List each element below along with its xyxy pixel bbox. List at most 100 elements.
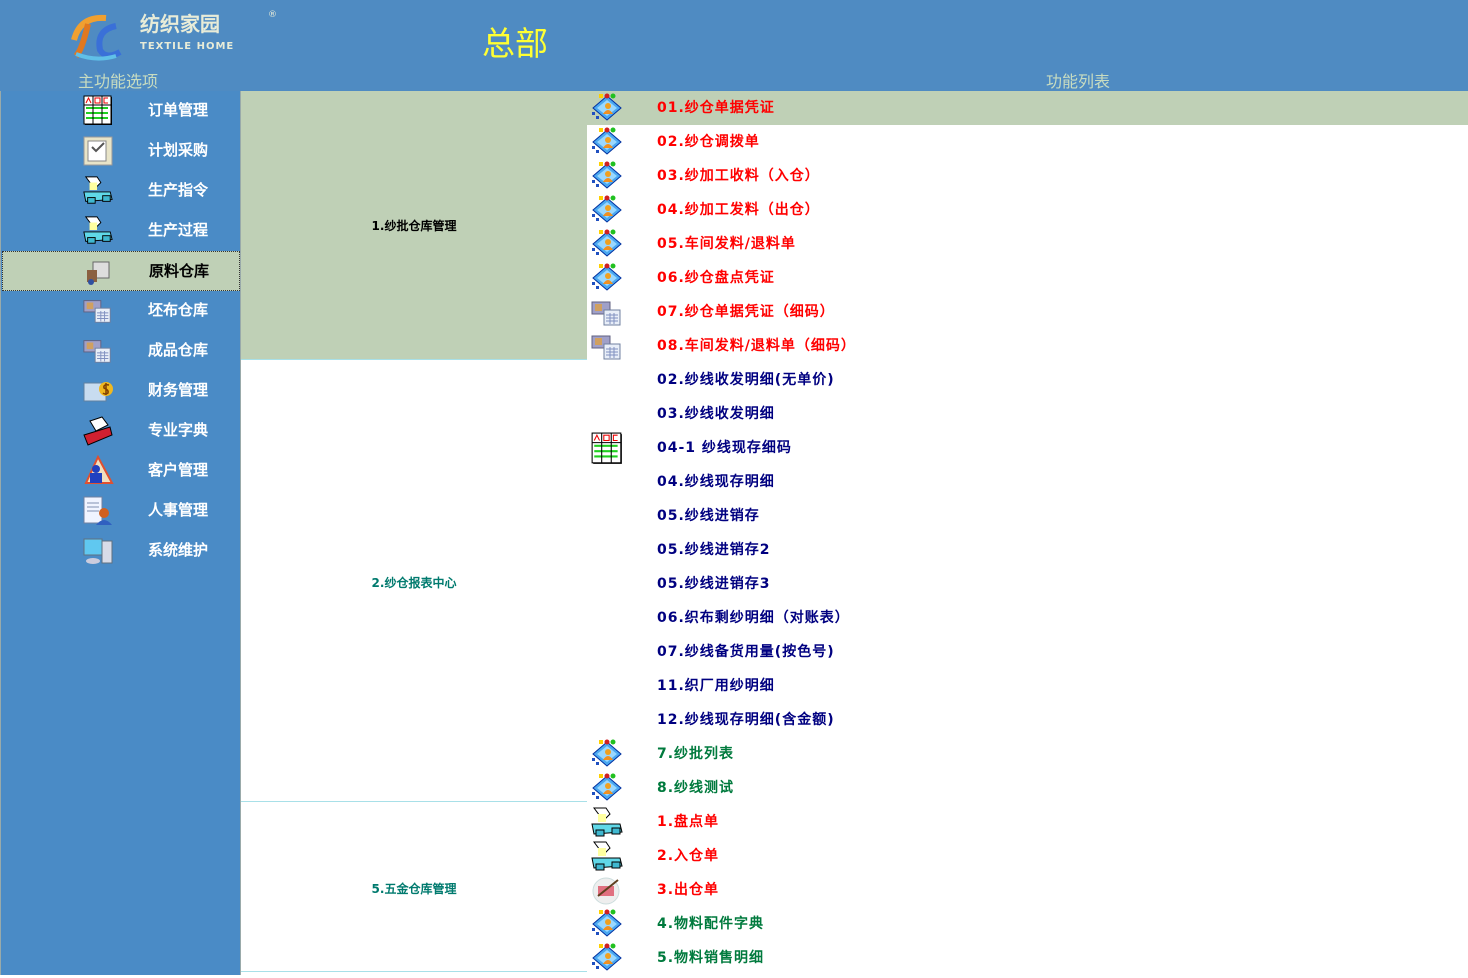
person-icon (82, 454, 114, 487)
function-group[interactable]: 5.五金仓库管理 (241, 805, 587, 972)
chip-person-icon (590, 942, 624, 974)
function-item[interactable]: 05.纱线进销存 (587, 499, 1468, 533)
sidebar-item-label: 订单管理 (148, 101, 209, 119)
function-item[interactable]: 05.纱线进销存3 (587, 567, 1468, 601)
sidebar-item[interactable]: 成品仓库 (2, 331, 240, 371)
function-item[interactable]: 8.纱线测试 (587, 771, 1468, 805)
sidebar-item[interactable]: 人事管理 (2, 491, 240, 531)
function-item[interactable]: 02.纱仓调拨单 (587, 125, 1468, 159)
function-item-label: 2.入仓单 (657, 848, 720, 864)
function-group-label: 5.五金仓库管理 (371, 881, 457, 896)
function-item-label: 8.纱线测试 (657, 780, 735, 796)
function-item[interactable]: 11.织厂用纱明细 (587, 669, 1468, 703)
function-item[interactable]: 7.纱批列表 (587, 737, 1468, 771)
function-list-label: 功能列表 (1046, 72, 1111, 91)
function-item[interactable]: 2.入仓单 (587, 839, 1468, 873)
chip-person-icon (590, 772, 624, 804)
function-item-label: 07.纱线备货用量(按色号) (657, 644, 835, 660)
function-list: 01.纱仓单据凭证 02.纱仓调拨单 03.纱加工收料（入仓） 04.纱加工发料（出仓… (587, 91, 1468, 975)
function-item-label: 11.织厂用纱明细 (657, 678, 775, 694)
sidebar-item[interactable]: 计划采购 (2, 131, 240, 171)
function-item-label: 01.纱仓单据凭证 (657, 100, 775, 116)
chip-person-icon (590, 908, 624, 940)
sidebar-item[interactable]: 原料仓库 (2, 251, 240, 291)
sidebar-item-label: 计划采购 (148, 141, 209, 159)
sidebar-item[interactable]: 坯布仓库 (2, 291, 240, 331)
function-item[interactable]: 3.出仓单 (587, 873, 1468, 907)
function-item-label: 06.织布剩纱明细（对账表） (657, 610, 850, 626)
function-item[interactable]: 12.纱线现存明细(含金额) (587, 703, 1468, 737)
sidebar-item[interactable]: 订单管理 (2, 91, 240, 131)
table-abc-icon (590, 432, 624, 464)
function-item-label: 3.出仓单 (657, 882, 720, 898)
function-item[interactable]: 03.纱加工收料（入仓） (587, 159, 1468, 193)
clipboard-icon (82, 135, 114, 167)
sidebar-item-label: 财务管理 (148, 381, 209, 399)
sidebar-item-label: 生产指令 (148, 181, 209, 199)
sidebar-item-label: 成品仓库 (148, 341, 209, 359)
header-bar: 纺织家园 TEXTILE HOME ® 总部 主功能选项 功能列表 (0, 0, 1468, 92)
money-icon (82, 375, 114, 407)
function-item-label: 4.物料配件字典 (657, 916, 765, 932)
truck-icon (83, 256, 115, 288)
sidebar-item[interactable]: 生产指令 (2, 171, 240, 211)
function-item-label: 07.纱仓单据凭证（细码） (657, 304, 835, 320)
logo-text-cn: 纺织家园 (140, 12, 220, 36)
function-group-label: 2.纱仓报表中心 (371, 575, 457, 590)
function-item[interactable]: 02.纱线收发明细(无单价) (587, 363, 1468, 397)
chip-person-icon (590, 262, 624, 294)
sidebar-item[interactable]: 系统维护 (2, 531, 240, 571)
function-item[interactable]: 06.织布剩纱明细（对账表） (587, 601, 1468, 635)
function-item[interactable]: 07.纱仓单据凭证（细码） (587, 295, 1468, 329)
function-item-label: 12.纱线现存明细(含金额) (657, 712, 835, 728)
function-item-label: 05.纱线进销存 (657, 508, 760, 524)
sidebar-item-label: 原料仓库 (149, 262, 210, 280)
function-item[interactable]: 1.盘点单 (587, 805, 1468, 839)
truck-doc-icon (82, 295, 114, 327)
function-item[interactable]: 03.纱线收发明细 (587, 397, 1468, 431)
sidebar-item[interactable]: 客户管理 (2, 451, 240, 491)
sidebar-item-label: 客户管理 (148, 461, 209, 479)
function-item-label: 04.纱线现存明细 (657, 474, 775, 490)
card-file-icon (82, 415, 114, 447)
textile-home-logo: 纺织家园 TEXTILE HOME ® (66, 10, 286, 66)
function-group[interactable]: 2.纱仓报表中心 (241, 363, 587, 802)
function-item-label: 03.纱加工收料（入仓） (657, 168, 820, 184)
function-item-label: 05.纱线进销存2 (657, 542, 771, 558)
function-item[interactable]: 08.车间发料/退料单（细码） (587, 329, 1468, 363)
logo-text-en: TEXTILE HOME (140, 41, 235, 52)
function-group-label: 1.纱批仓库管理 (371, 218, 457, 233)
function-item[interactable]: 06.纱仓盘点凭证 (587, 261, 1468, 295)
function-item-label: 5.物料销售明细 (657, 950, 765, 966)
truck-doc-icon (590, 296, 624, 328)
chip-person-icon (590, 160, 624, 192)
chart-pen-icon (590, 874, 624, 906)
function-item[interactable]: 4.物料配件字典 (587, 907, 1468, 941)
function-item-label: 1.盘点单 (657, 814, 720, 830)
sidebar-item[interactable]: 财务管理 (2, 371, 240, 411)
function-item[interactable]: 5.物料销售明细 (587, 941, 1468, 975)
computer-icon (82, 535, 114, 567)
chip-person-icon (590, 738, 624, 770)
function-item[interactable]: 01.纱仓单据凭证 (587, 91, 1468, 125)
function-item[interactable]: 05.车间发料/退料单 (587, 227, 1468, 261)
function-item[interactable]: 04.纱加工发料（出仓） (587, 193, 1468, 227)
function-item-label: 08.车间发料/退料单（细码） (657, 338, 856, 354)
sidebar-item[interactable]: 生产过程 (2, 211, 240, 251)
chip-person-icon (590, 92, 624, 124)
sidebar-item-label: 专业字典 (148, 421, 209, 439)
function-item[interactable]: 04.纱线现存明细 (587, 465, 1468, 499)
truck-doc-icon (82, 335, 114, 367)
function-item-label: 04.纱加工发料（出仓） (657, 202, 820, 218)
function-item[interactable]: 05.纱线进销存2 (587, 533, 1468, 567)
function-item-label: 04-1 纱线现存细码 (657, 440, 792, 456)
chip-person-icon (590, 126, 624, 158)
function-group[interactable]: 1.纱批仓库管理 (241, 91, 587, 360)
sidebar-item[interactable]: 专业字典 (2, 411, 240, 451)
function-item-label: 05.纱线进销存3 (657, 576, 771, 592)
function-item[interactable]: 04-1 纱线现存细码 (587, 431, 1468, 465)
sidebar-item-label: 生产过程 (148, 221, 209, 239)
page-title: 总部 (482, 24, 548, 63)
function-item[interactable]: 07.纱线备货用量(按色号) (587, 635, 1468, 669)
truck-doc-icon (590, 330, 624, 362)
